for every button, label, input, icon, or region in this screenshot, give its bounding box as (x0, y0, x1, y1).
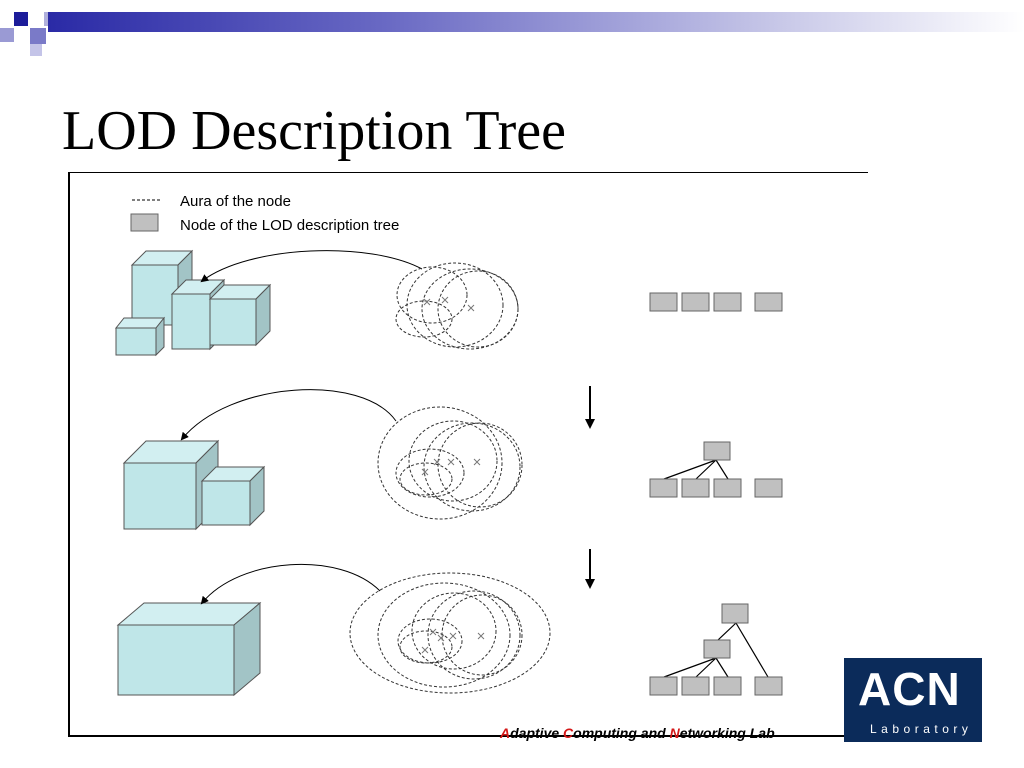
aura-cluster-row3 (349, 572, 551, 694)
curved-arrow-row2 (180, 389, 397, 441)
down-arrow-icon (585, 549, 595, 589)
logo-main-text: ACN (858, 663, 961, 715)
cube-1b (114, 316, 166, 357)
tree-node (713, 292, 742, 312)
tree-node (681, 292, 710, 312)
cube-cluster-row3 (116, 601, 262, 697)
legend-aura-label: Aura of the node (180, 193, 291, 210)
legend: Aura of the node Node of the LOD descrip… (130, 193, 399, 234)
cross-mark-icon (423, 296, 475, 312)
curved-arrow-row1 (200, 250, 423, 283)
tree-node (713, 676, 742, 696)
cross-mark-icon (421, 458, 481, 476)
down-arrow-icon (585, 386, 595, 429)
tree-node (649, 292, 678, 312)
tree-node (649, 478, 678, 498)
tree-node-parent (703, 639, 731, 659)
tree-node-parent (703, 441, 731, 461)
tree-row3 (649, 603, 783, 696)
tree-row1-nodes (649, 292, 783, 312)
lod-diagram: Aura of the node Node of the LOD descrip… (114, 193, 783, 697)
tree-node (681, 676, 710, 696)
tree-node (754, 478, 783, 498)
aura-cluster-row1 (395, 262, 519, 350)
tree-row2 (649, 441, 783, 498)
slide-title: LOD Description Tree (62, 100, 566, 162)
tree-node (754, 292, 783, 312)
cross-mark-icon (421, 628, 485, 654)
tree-node-root (721, 603, 749, 624)
tree-node (754, 676, 783, 696)
lab-footer-text: Adaptive Computing and Networking Lab (500, 725, 775, 741)
cube-cluster-row1 (114, 249, 272, 357)
cube-2b (200, 465, 266, 527)
cube-1d (208, 283, 272, 347)
footer-word-computing: omputing and (573, 725, 670, 741)
legend-node-label: Node of the LOD description tree (180, 217, 399, 234)
tree-node (713, 478, 742, 498)
top-gradient-bar (48, 12, 1024, 32)
lod-tree-figure: Aura of the node Node of the LOD descrip… (68, 172, 868, 737)
tree-node (681, 478, 710, 498)
legend-node-swatch (130, 213, 159, 232)
footer-letter-a: A (500, 725, 511, 741)
logo-sub-text: Laboratory (870, 722, 973, 736)
footer-letter-n: N (669, 725, 680, 741)
footer-word-networking: etworking Lab (679, 725, 775, 741)
aura-cluster-row2 (377, 406, 523, 520)
footer-letter-c: C (563, 725, 574, 741)
footer-word-adaptive: daptive (510, 725, 564, 741)
acn-lab-logo: ACN Laboratory (844, 658, 982, 742)
tree-node (649, 676, 678, 696)
cube-cluster-row2 (122, 439, 266, 531)
curved-arrow-row3 (200, 563, 381, 605)
